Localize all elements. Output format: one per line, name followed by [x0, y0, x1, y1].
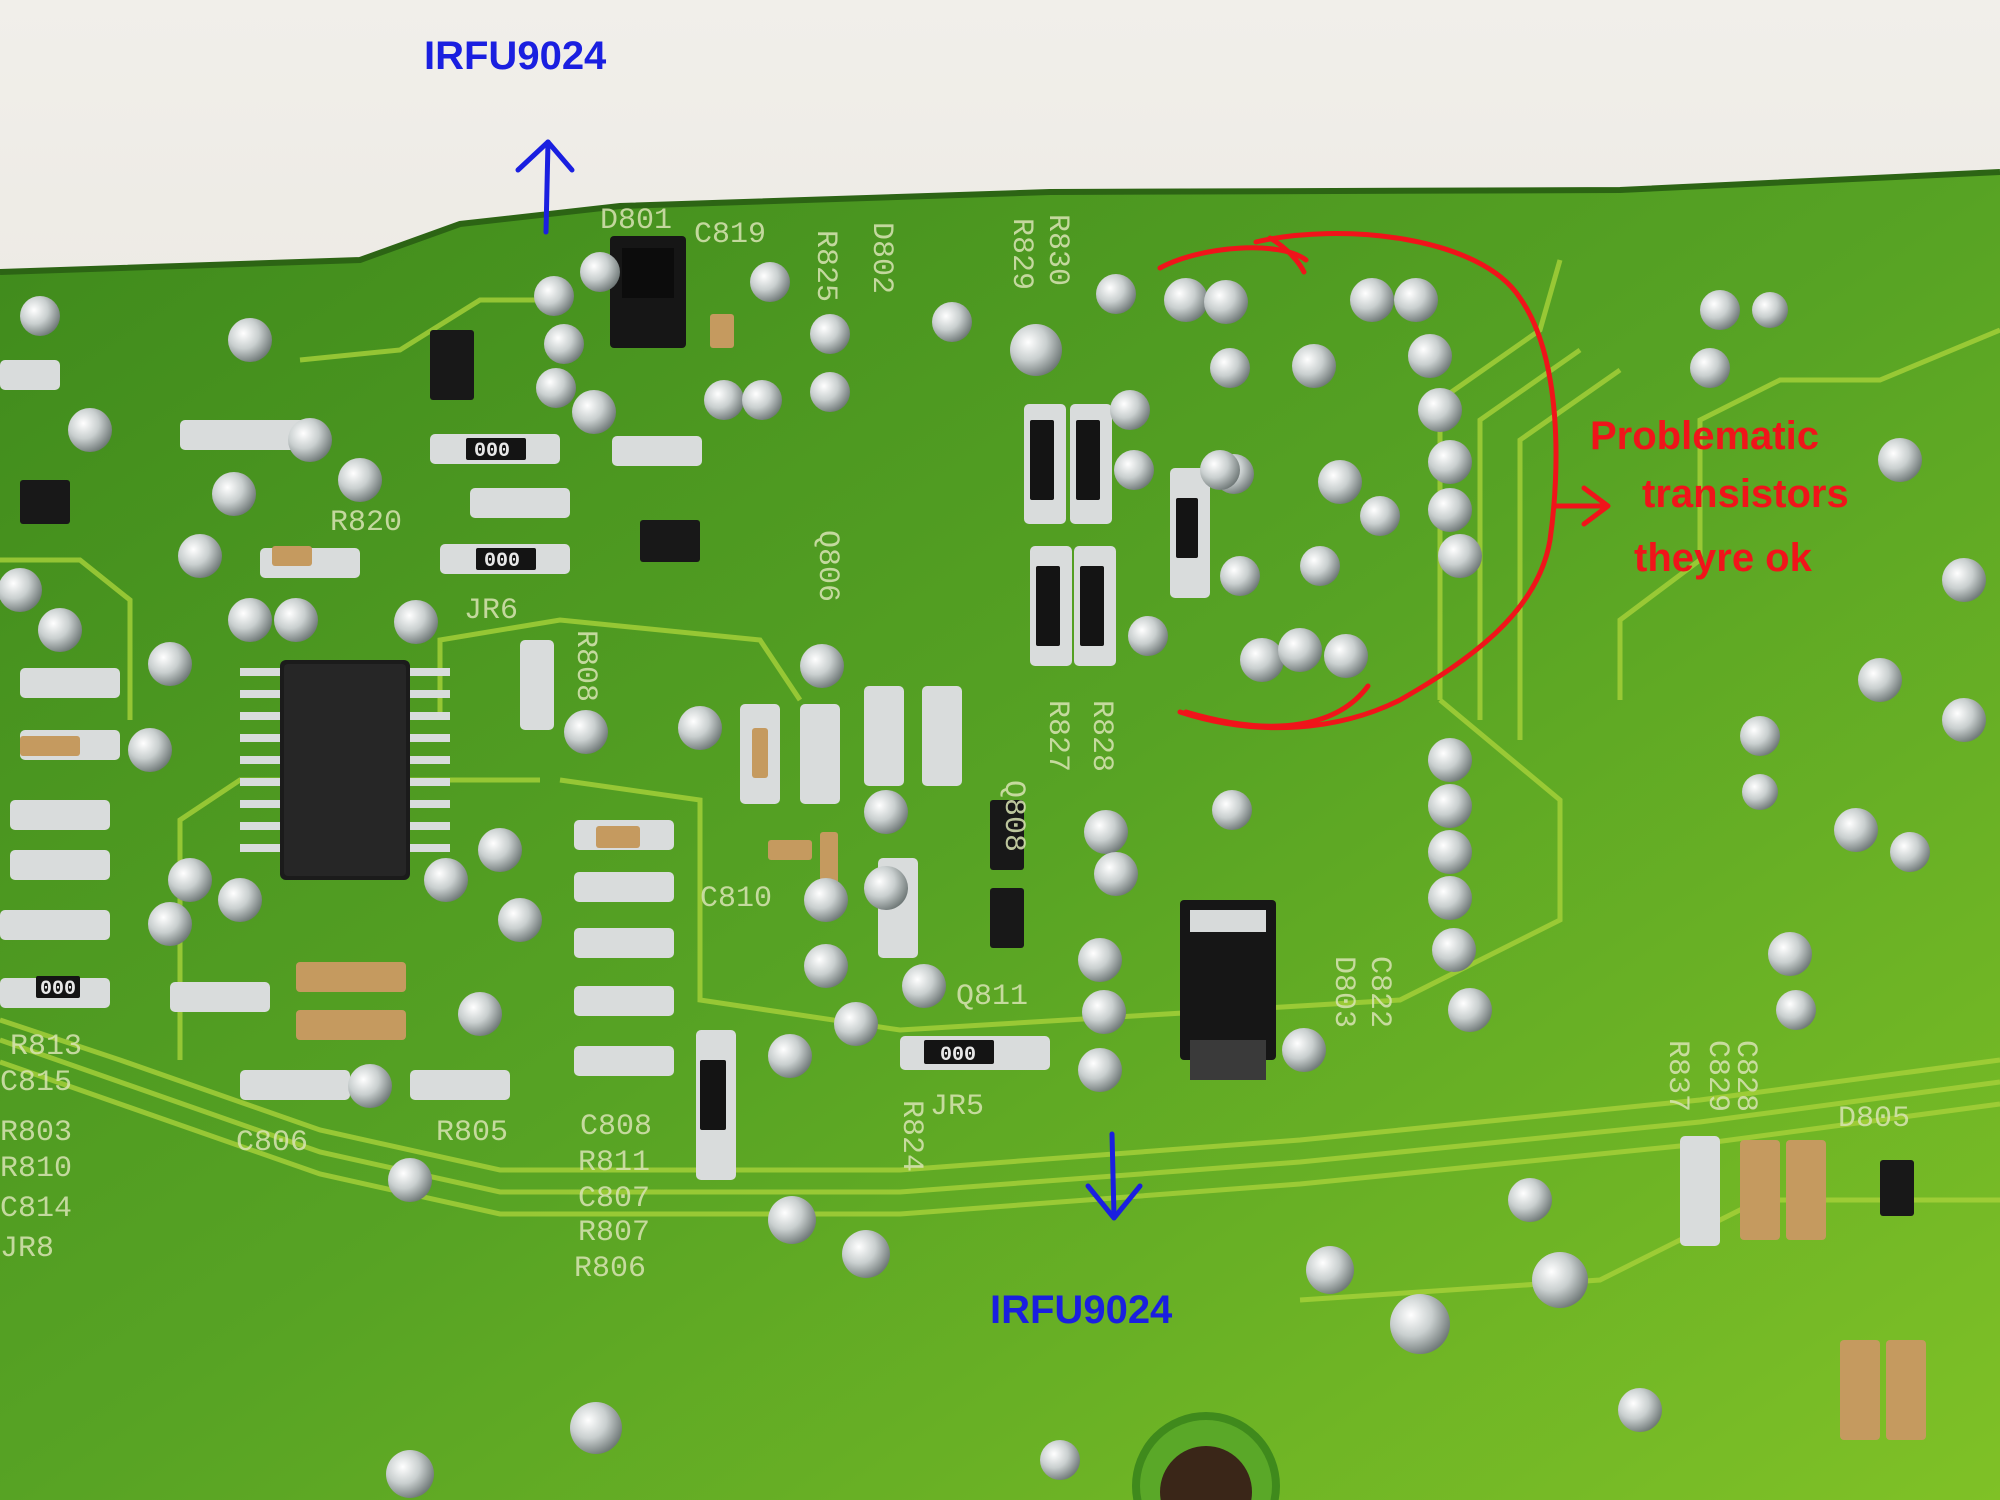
board-edge: [0, 169, 2000, 275]
resistor-code: 000: [484, 550, 520, 573]
silk-r811: R811: [578, 1146, 650, 1180]
irfu9024-label-top: IRFU9024: [424, 34, 607, 78]
silk-r837: R837: [1660, 1040, 1694, 1112]
smd-transistors: [20, 330, 1914, 1216]
silk-r803: R803: [0, 1116, 72, 1150]
silk-q806: Q806: [810, 530, 844, 602]
silk-r828: R828: [1084, 700, 1118, 772]
resistor-codes: 000 000 000 000: [40, 440, 976, 1067]
resistor-code: 000: [474, 440, 510, 463]
ic-chip: [240, 660, 450, 880]
silk-d805: D805: [1838, 1102, 1910, 1136]
silk-q808: Q808: [996, 780, 1030, 852]
silk-r813: R813: [10, 1030, 82, 1064]
silk-d801: D801: [600, 204, 672, 238]
silk-r810: R810: [0, 1152, 72, 1186]
silk-r820: R820: [330, 506, 402, 540]
silk-r829: R829: [1004, 218, 1038, 290]
silk-c815: C815: [0, 1066, 72, 1100]
silk-r807: R807: [578, 1216, 650, 1250]
silk-q811: Q811: [956, 980, 1028, 1014]
silk-c807: C807: [578, 1182, 650, 1216]
silk-jr6: JR6: [464, 594, 518, 628]
silk-r806: R806: [574, 1252, 646, 1286]
silk-c822: C822: [1362, 956, 1396, 1028]
silk-jr8: JR8: [0, 1232, 54, 1266]
irfu9024-label-bottom: IRFU9024: [990, 1288, 1173, 1332]
transistor-top: [610, 236, 686, 348]
silk-d802: D802: [864, 222, 898, 294]
silk-c819: C819: [694, 218, 766, 252]
red-arrow-right-icon: [1551, 485, 1611, 527]
problem-line-2: transistors: [1642, 472, 1849, 516]
blue-arrow-down-icon: [1085, 1131, 1143, 1221]
silk-r830: R830: [1040, 214, 1074, 286]
silk-r805: R805: [436, 1116, 508, 1150]
blue-arrow-up-icon: [515, 139, 575, 235]
silk-c808: C808: [580, 1110, 652, 1144]
silk-r825: R825: [808, 230, 842, 302]
silk-d803: D803: [1326, 956, 1360, 1028]
resistor-code: 000: [40, 978, 76, 1001]
resistor-code: 000: [940, 1044, 976, 1067]
red-highlight-outline: [1157, 231, 1559, 731]
silk-c828: C828: [1728, 1040, 1762, 1112]
silk-r824: R824: [894, 1100, 928, 1172]
silk-c814: C814: [0, 1192, 72, 1226]
transistor-bottom: [1180, 900, 1276, 1080]
problem-line-3: theyre ok: [1634, 536, 1812, 580]
problem-line-1: Problematic: [1590, 414, 1819, 458]
smd-components: [0, 314, 1926, 1440]
silk-r827: R827: [1040, 700, 1074, 772]
silkscreen-labels: C819 D801 R820 JR6 C810 Q811 JR5 C806 R8…: [0, 204, 1910, 1286]
silk-c806: C806: [236, 1126, 308, 1160]
silk-c810: C810: [700, 882, 772, 916]
silk-c829: C829: [1700, 1040, 1734, 1112]
solder-joints: [0, 252, 1986, 1498]
silk-jr5: JR5: [930, 1090, 984, 1124]
silk-r808: R808: [568, 630, 602, 702]
